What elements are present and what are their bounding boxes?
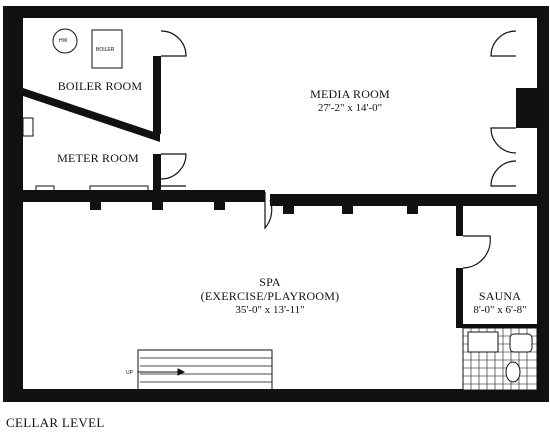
bathroom-tile-floor — [462, 327, 538, 391]
room-name-media: MEDIA ROOM — [310, 87, 390, 101]
exterior-walls — [3, 6, 549, 402]
stair-direction-label: UP — [126, 370, 133, 376]
room-name-sauna: SAUNA — [478, 289, 522, 303]
room-dimensions-spa: 35'-0" x 13'-11" — [235, 304, 305, 316]
interior-walls — [23, 56, 538, 328]
room-dimensions-media: 27'-2" x 14'-0" — [317, 102, 383, 114]
room-subtitle-spa: (EXERCISE/PLAYROOM) — [200, 289, 340, 303]
plan-title: CELLAR LEVEL — [6, 415, 105, 430]
room-name-spa: SPA — [259, 275, 281, 289]
door-swings — [160, 30, 517, 269]
room-name-boiler: BOILER ROOM — [57, 79, 143, 93]
water-heater-label: HW — [59, 38, 68, 44]
mechanical-fixtures — [22, 28, 149, 193]
center-wall — [3, 190, 540, 214]
staircase — [137, 349, 273, 391]
room-name-meter: METER ROOM — [57, 151, 139, 165]
boiler-label: BOILER — [96, 47, 115, 53]
room-dimensions-sauna: 8'-0" x 6'-8" — [473, 304, 527, 316]
